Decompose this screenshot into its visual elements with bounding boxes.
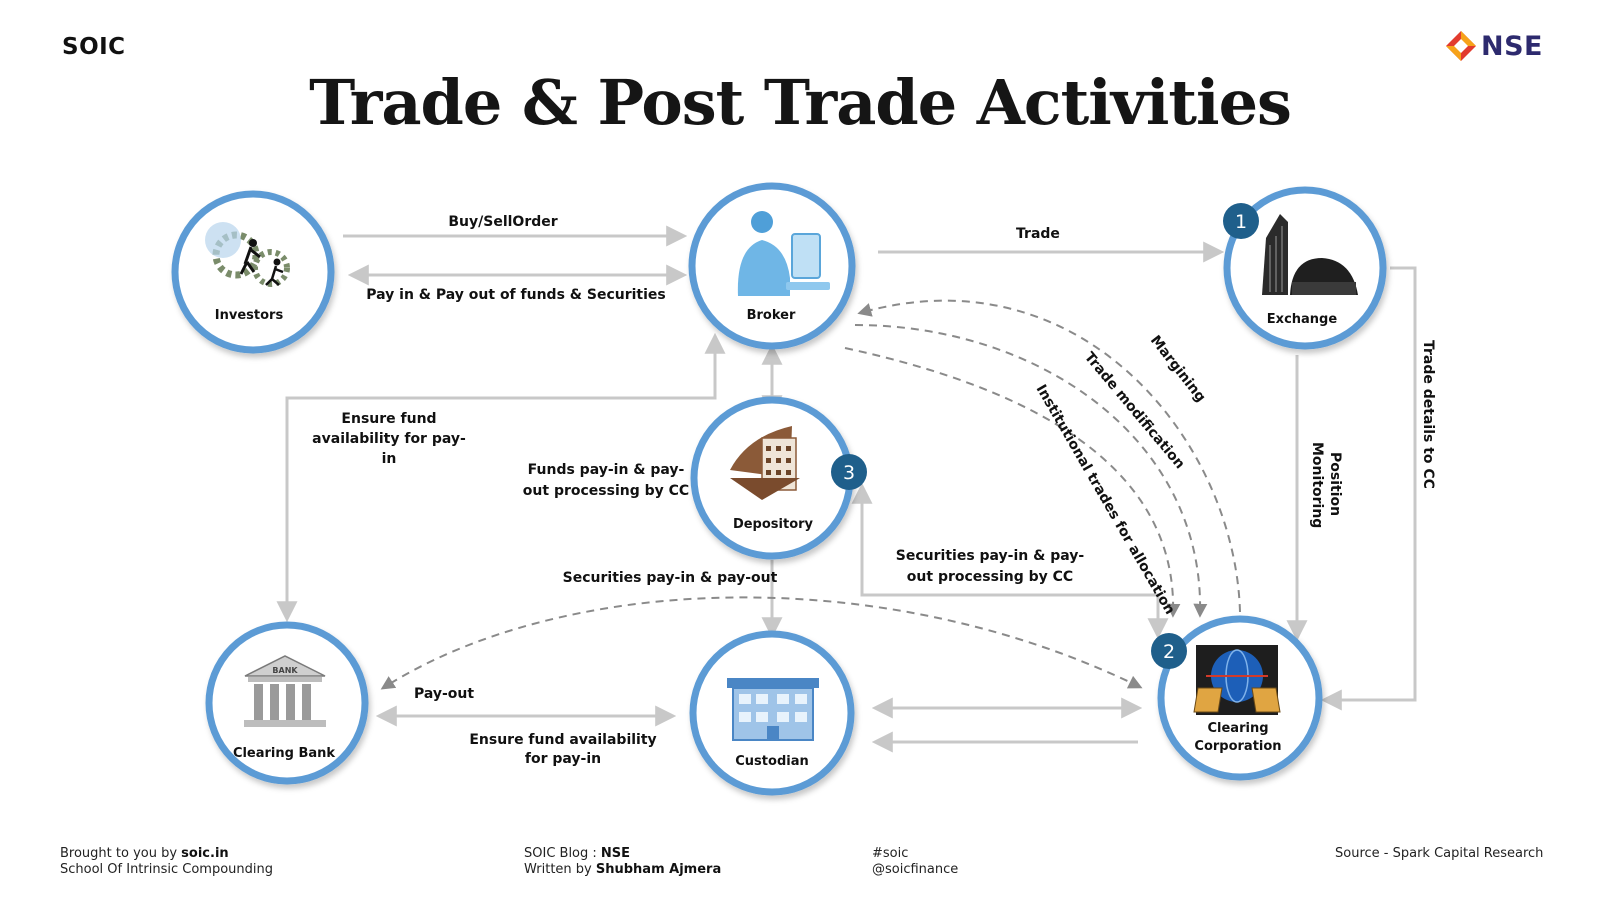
arrow-margining bbox=[857, 299, 1241, 613]
bank-sign: BANK bbox=[272, 666, 298, 675]
bank-icon: BANK bbox=[244, 655, 326, 727]
page-title: Trade & Post Trade Activities bbox=[309, 66, 1292, 139]
node-exchange-label: Exchange bbox=[1267, 312, 1338, 327]
node-investors-label: Investors bbox=[215, 308, 284, 323]
badge-clearing-corp-number: 2 bbox=[1163, 641, 1175, 663]
arrow-cc-bank-payout bbox=[380, 596, 1143, 690]
label-ensure-fund-bottom-2: for pay-in bbox=[525, 751, 601, 767]
badge-depository-number: 3 bbox=[843, 462, 855, 484]
node-broker-label: Broker bbox=[747, 308, 796, 323]
label-securities-payin-out: Securities pay-in & pay-out bbox=[563, 570, 778, 586]
node-clearing-bank-label: Clearing Bank bbox=[233, 746, 335, 761]
footer-credits-line1: Brought to you by soic.in bbox=[60, 846, 273, 862]
node-depository-label: Depository bbox=[733, 517, 814, 532]
arrow-trade-modification bbox=[854, 324, 1208, 618]
footer-site-link[interactable]: soic.in bbox=[181, 846, 229, 861]
footer-credits: Brought to you by soic.in School Of Intr… bbox=[60, 846, 273, 878]
label-trade: Trade bbox=[1016, 226, 1060, 242]
depository-building-icon bbox=[730, 426, 800, 500]
badge-exchange-number: 1 bbox=[1235, 211, 1247, 233]
node-clearing-bank: BANK Clearing Bank bbox=[205, 621, 369, 785]
label-trade-details: Trade details to CC bbox=[1420, 340, 1436, 489]
footer-hashtag: #soic bbox=[872, 846, 909, 861]
investors-gears-icon bbox=[205, 222, 290, 287]
node-investors: Investors bbox=[171, 190, 335, 354]
footer-blog-prefix: SOIC Blog : bbox=[524, 846, 601, 861]
brand-logo-text: SOIC bbox=[62, 34, 126, 60]
badge-clearing-corp: 2 bbox=[1151, 633, 1187, 669]
node-clearing-corporation: Clearing Corporation bbox=[1157, 615, 1323, 781]
node-custodian: Custodian bbox=[689, 630, 855, 796]
node-clearing-corp-label-1: Clearing bbox=[1207, 721, 1268, 736]
footer-blog-line1: SOIC Blog : NSE bbox=[524, 846, 721, 862]
label-ensure-fund-bottom-1: Ensure fund availability bbox=[469, 732, 656, 748]
label-position: Position bbox=[1327, 452, 1343, 516]
label-securities-cc-1: Securities pay-in & pay- bbox=[896, 548, 1085, 564]
arrow-ensure-fund bbox=[276, 332, 726, 623]
arrow-securities-cc bbox=[851, 482, 1169, 640]
label-funds-payin-1: Funds pay-in & pay- bbox=[528, 462, 685, 478]
node-depository: Depository bbox=[690, 396, 854, 560]
footer-handle: @soicfinance bbox=[872, 862, 959, 877]
nse-logo: NSE bbox=[1445, 30, 1543, 62]
label-buy-sell: Buy/SellOrder bbox=[448, 214, 557, 230]
label-securities-cc-2: out processing by CC bbox=[907, 569, 1073, 585]
footer-credits-prefix: Brought to you by bbox=[60, 846, 182, 861]
label-margining: Margining bbox=[1147, 333, 1209, 406]
node-custodian-label: Custodian bbox=[735, 754, 808, 769]
clearing-globe-computers-icon bbox=[1193, 645, 1281, 715]
broker-at-computer-icon bbox=[737, 211, 830, 296]
label-monitoring: Monitoring bbox=[1309, 442, 1325, 528]
arrow-institutional-trades bbox=[844, 347, 1181, 618]
label-pay-out: Pay-out bbox=[414, 686, 474, 702]
nse-logo-icon bbox=[1446, 31, 1476, 61]
footer-social: #soic @soicfinance bbox=[872, 846, 958, 878]
custodian-building-icon bbox=[727, 678, 819, 741]
footer-blog: SOIC Blog : NSE Written by Shubham Ajmer… bbox=[524, 846, 721, 878]
footer-author-prefix: Written by bbox=[524, 862, 596, 877]
node-broker: Broker bbox=[688, 182, 856, 350]
node-clearing-corp-label-2: Corporation bbox=[1194, 739, 1281, 754]
label-ensure-fund-1: Ensure fund bbox=[341, 411, 436, 427]
label-ensure-fund-2: availability for pay- bbox=[312, 431, 466, 447]
footer-credits-line2: School Of Intrinsic Compounding bbox=[60, 862, 273, 877]
node-exchange: Exchange bbox=[1223, 186, 1387, 350]
footer-blog-topic: NSE bbox=[600, 846, 631, 861]
label-funds-payin-2: out processing by CC bbox=[523, 483, 689, 499]
nse-logo-text: NSE bbox=[1481, 30, 1543, 62]
footer-source: Source - Spark Capital Research bbox=[1335, 846, 1544, 861]
exchange-building-icon bbox=[1262, 214, 1358, 295]
label-pay-in-out: Pay in & Pay out of funds & Securities bbox=[366, 287, 665, 303]
label-ensure-fund-3: in bbox=[382, 451, 397, 467]
footer-blog-line2: Written by Shubham Ajmera bbox=[524, 862, 721, 878]
badge-depository: 3 bbox=[831, 454, 867, 490]
badge-exchange: 1 bbox=[1223, 203, 1259, 239]
arrow-trade-details bbox=[1320, 266, 1417, 711]
footer-author: Shubham Ajmera bbox=[595, 862, 722, 877]
